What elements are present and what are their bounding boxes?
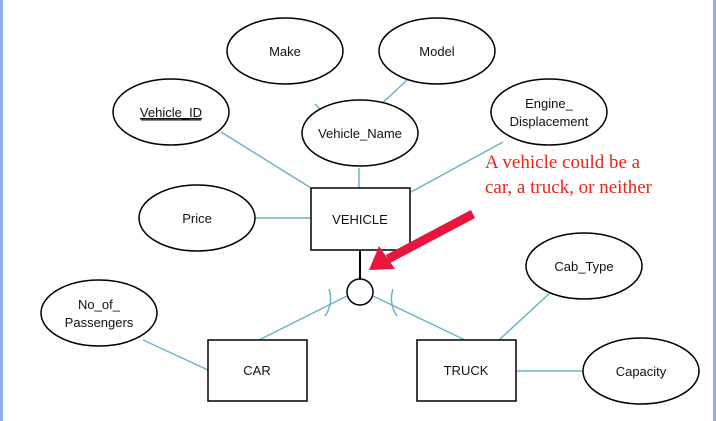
attribute-price: Price [138,184,256,252]
annotation-arrow-shaft [385,210,476,263]
attribute-cab-type-label: Cab_Type [554,259,613,274]
attribute-make: Make [226,17,344,85]
attribute-no-of-passengers: No_of_ Passengers [40,279,158,347]
attribute-price-label: Price [182,211,212,226]
subset-arc-right [390,288,398,317]
connector-lines [142,79,583,372]
specialization-circle [346,278,374,306]
attribute-vehicle-id-label: Vehicle_ID [140,105,202,120]
attribute-capacity: Capacity [582,337,700,405]
attribute-no-of-passengers-line1: No_of_ [78,297,121,312]
entity-vehicle-label: VEHICLE [332,212,388,227]
attribute-make-label: Make [269,44,301,59]
attribute-engine-displacement-line1: Engine_ [525,96,573,111]
er-diagram: VEHICLE CAR TRUCK Make Model Vehicle_ID … [40,17,700,405]
line-circle-car [258,295,348,341]
entity-truck-label: TRUCK [444,363,489,378]
attribute-capacity-label: Capacity [616,364,667,379]
line-vehicleid-vehicle [220,131,312,189]
entity-vehicle: VEHICLE [310,187,411,251]
annotation-line1: A vehicle could be a [485,152,641,173]
line-engine-vehicle [410,141,504,193]
attribute-cab-type: Cab_Type [525,232,643,300]
entity-car: CAR [207,339,308,402]
annotation-line2: car, a truck, or neither [485,177,653,198]
line-passengers-car [142,339,209,371]
attribute-no-of-passengers-line2: Passengers [65,315,134,330]
line-cabtype-truck [498,291,552,341]
attribute-engine-displacement-line2: Displacement [510,114,589,129]
line-circle-truck [372,295,466,341]
annotation-arrow-head [369,246,395,270]
attribute-model: Model [378,17,496,85]
attribute-engine-displacement: Engine_ Displacement [490,78,608,146]
attribute-vehicle-name: Vehicle_Name [301,99,419,167]
entity-truck: TRUCK [416,339,517,402]
attribute-vehicle-id: Vehicle_ID [112,78,230,146]
attribute-vehicle-name-label: Vehicle_Name [318,126,402,141]
attribute-model-label: Model [419,44,455,59]
entity-car-label: CAR [243,363,270,378]
subset-arc-left [324,288,332,317]
